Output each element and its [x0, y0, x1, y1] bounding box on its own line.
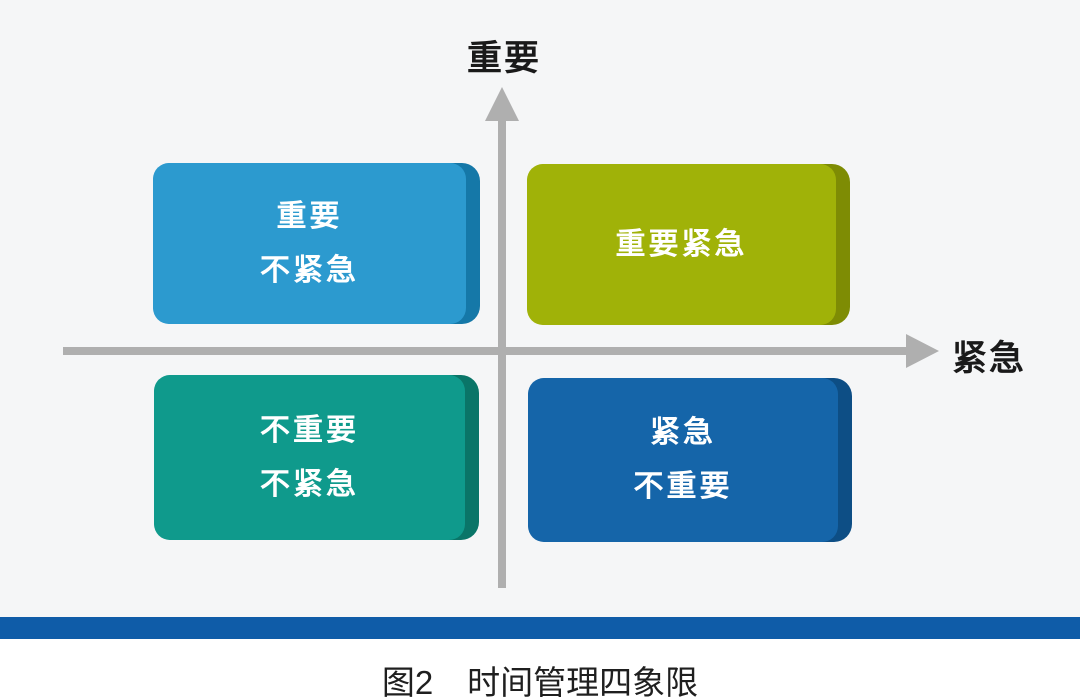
caption-background-strip: [0, 639, 1080, 699]
quadrant-not-important-not-urgent: 不重要 不紧急: [154, 375, 479, 540]
y-axis-label: 重要: [467, 39, 542, 78]
divider-bar: [0, 617, 1080, 639]
figure-caption: 图2 时间管理四象限: [0, 656, 1080, 699]
quadrant-face: 重要 不紧急: [153, 163, 466, 324]
quadrant-important-urgent: 重要紧急: [527, 164, 850, 325]
quadrant-face: 紧急 不重要: [528, 378, 838, 542]
quadrant-label-line: 重要: [276, 199, 343, 233]
quadrant-label-line: 不重要: [633, 470, 733, 503]
quadrant-label-line: 紧急: [650, 416, 716, 449]
x-axis-line: [63, 347, 908, 355]
quadrant-label-line: 重要紧急: [615, 227, 748, 261]
y-axis-arrowhead-icon: [485, 87, 519, 121]
quadrant-label-line: 不紧急: [260, 253, 359, 287]
figure-title: 时间管理四象限: [467, 664, 699, 699]
quadrant-important-not-urgent: 重要 不紧急: [153, 163, 480, 324]
quadrant-face: 不重要 不紧急: [154, 375, 465, 540]
quadrant-face: 重要紧急: [527, 164, 836, 325]
quadrant-urgent-not-important: 紧急 不重要: [528, 378, 852, 542]
x-axis-arrowhead-icon: [906, 334, 939, 368]
x-axis-label: 紧急: [952, 339, 1027, 378]
quadrant-label-line: 不紧急: [260, 467, 359, 501]
figure-number: 图2: [381, 664, 434, 699]
quadrant-label-line: 不重要: [260, 413, 359, 447]
